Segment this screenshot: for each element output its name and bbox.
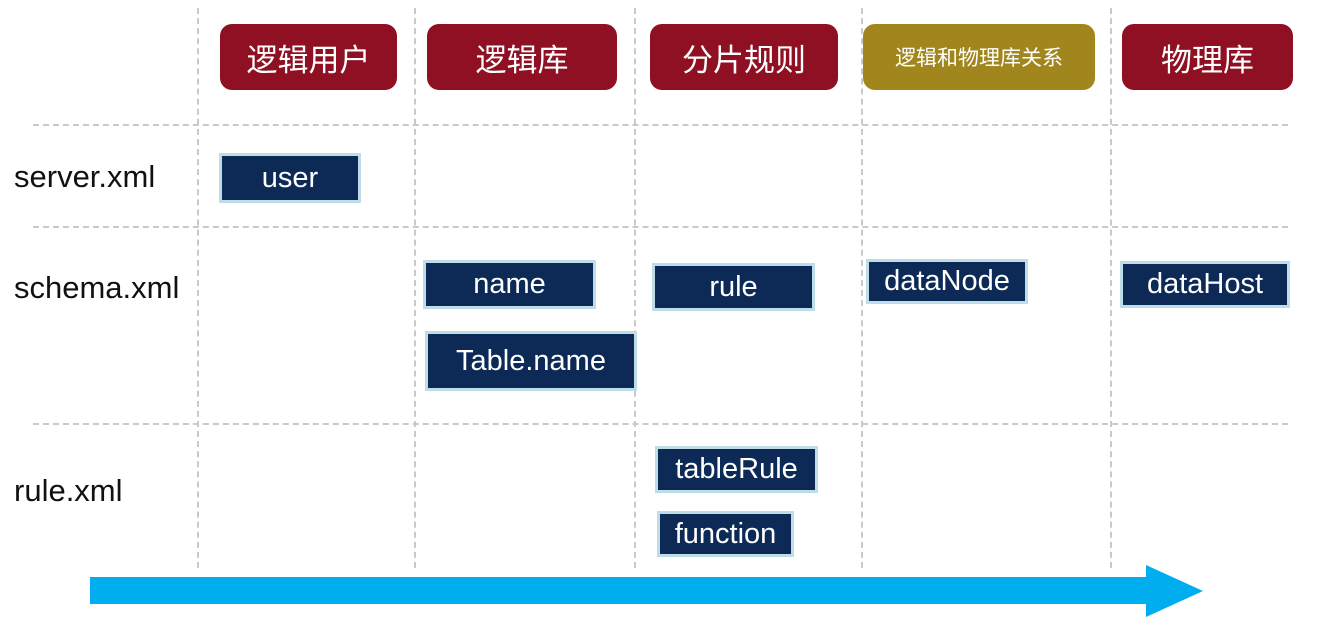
grid-vline-1 [197, 8, 199, 568]
grid-vline-4 [861, 8, 863, 568]
element-box-rule: rule [652, 263, 815, 311]
element-box-function: function [657, 511, 794, 557]
grid-vline-3 [634, 8, 636, 568]
grid-hline-2 [33, 226, 1288, 228]
grid-hline-1 [33, 124, 1288, 126]
flow-arrow-shaft [90, 577, 1146, 604]
grid-vline-2 [414, 8, 416, 568]
row-label-rule-xml: rule.xml [14, 473, 123, 508]
row-label-schema-xml: schema.xml [14, 270, 180, 305]
element-box-table-name: Table.name [425, 331, 637, 391]
grid-vline-5 [1110, 8, 1112, 568]
element-box-datanode: dataNode [866, 259, 1028, 304]
element-box-datahost: dataHost [1120, 261, 1290, 308]
row-label-server-xml: server.xml [14, 159, 156, 194]
element-box-user: user [219, 153, 361, 203]
column-header-logical-physical-relation: 逻辑和物理库关系 [863, 24, 1095, 90]
column-header-logical-user: 逻辑用户 [220, 24, 397, 90]
column-header-physical-db: 物理库 [1122, 24, 1293, 90]
element-box-name: name [423, 260, 596, 309]
column-header-shard-rule: 分片规则 [650, 24, 838, 90]
column-header-logical-db: 逻辑库 [427, 24, 617, 90]
element-box-tablerule: tableRule [655, 446, 818, 493]
flow-arrow-right-icon [1146, 565, 1203, 617]
grid-hline-3 [33, 423, 1288, 425]
